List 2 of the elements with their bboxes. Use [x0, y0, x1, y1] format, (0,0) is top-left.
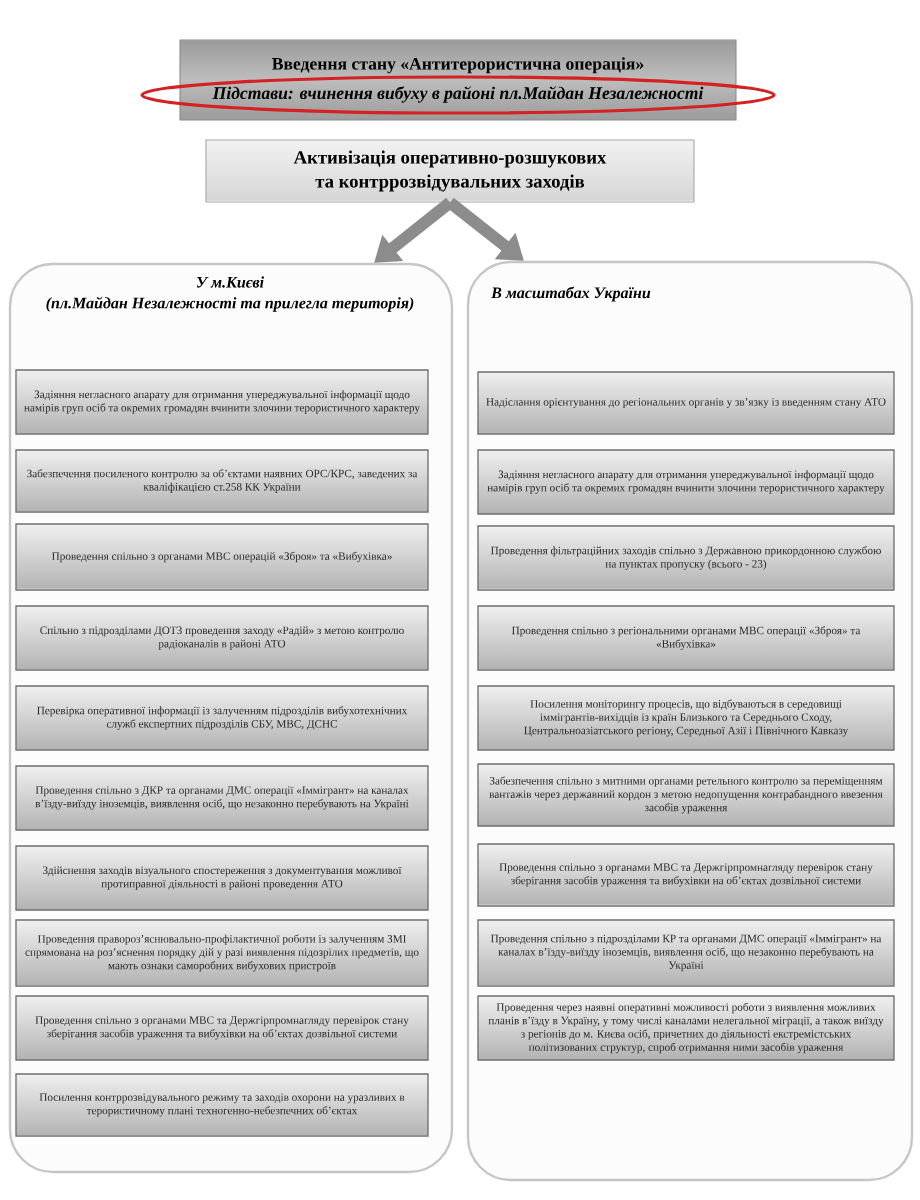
banner-box: Введення стану «Антитерористична операція» Підстави: вчинення вибуху в районі пл.Майдан Незалежності [179, 39, 737, 121]
process-box: Активізація оперативно-розшукових та контррозвідувальних заходів [205, 139, 695, 203]
